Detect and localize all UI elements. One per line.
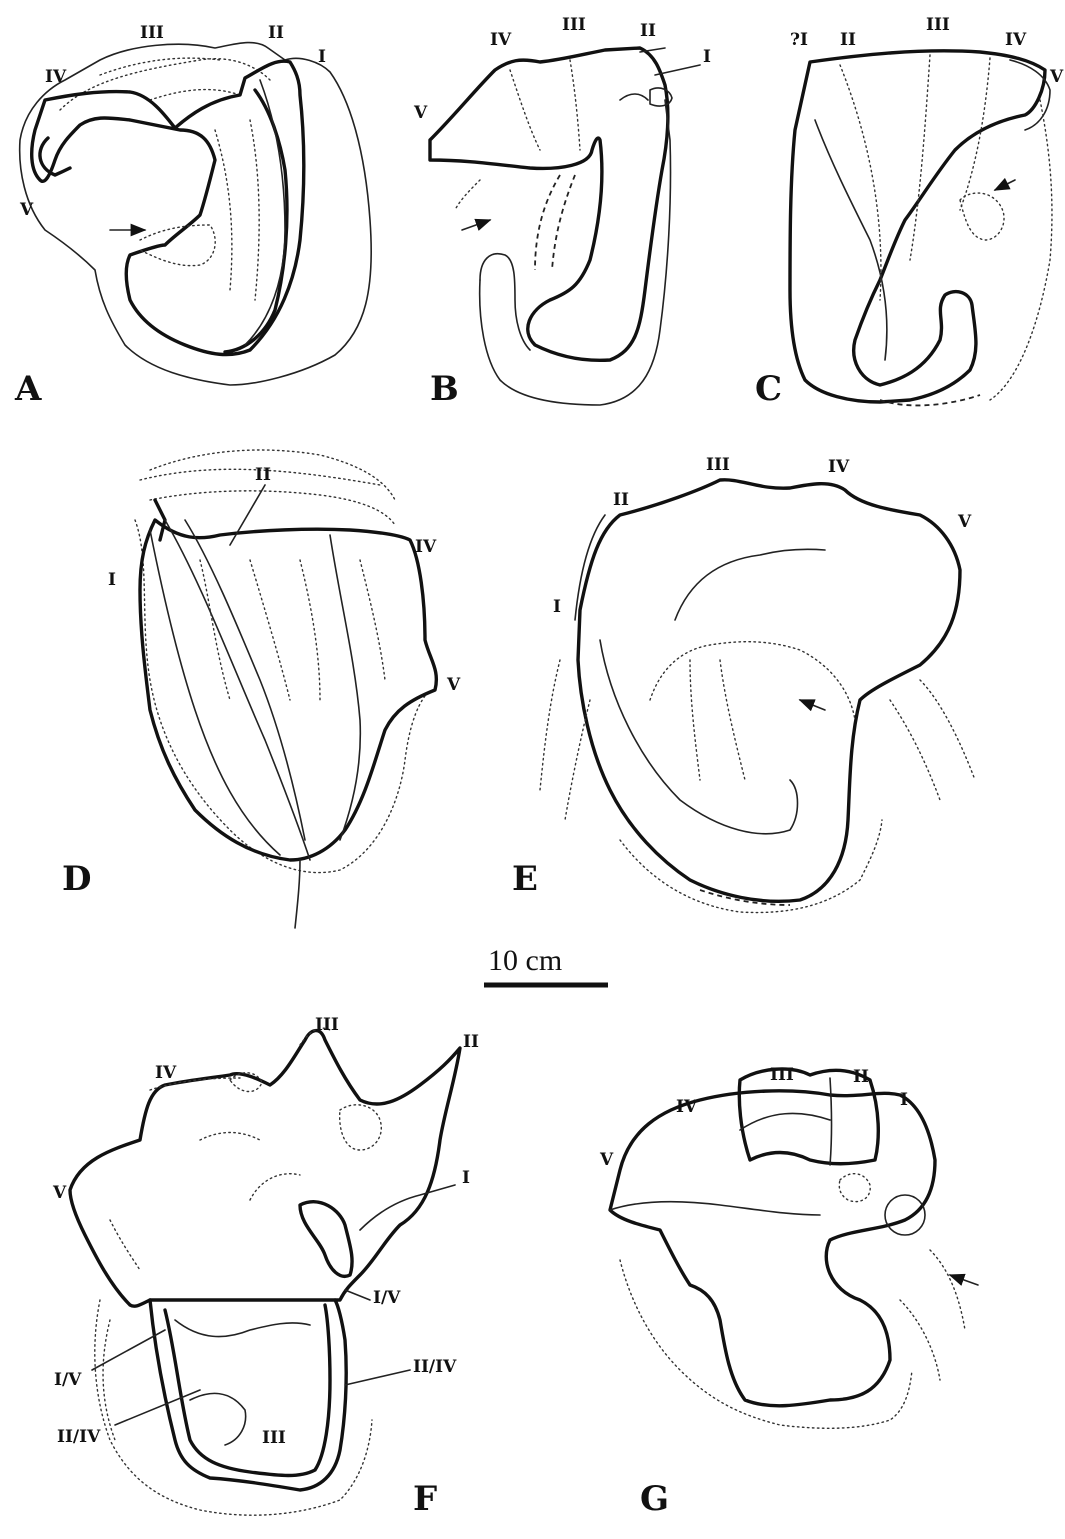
panel-a-label-iii: III <box>140 23 164 43</box>
panel-e-drawing <box>540 480 975 913</box>
panel-e-label-iii: III <box>706 455 730 475</box>
panel-b-label-ii: II <box>640 21 656 41</box>
panel-f-label-ii-iv-right: II/IV <box>413 1357 457 1377</box>
panel-d-label-i: I <box>108 570 116 590</box>
panel-f-label-v: V <box>52 1183 67 1203</box>
panel-e-label-iv: IV <box>828 457 850 477</box>
panel-a-letter: A <box>14 369 42 409</box>
panel-g-labels: III II IV I V G <box>599 1065 908 1519</box>
panel-g-label-i: I <box>900 1090 908 1110</box>
panel-a-label-i: I <box>318 47 326 67</box>
panel-a-label-ii: II <box>268 23 284 43</box>
panel-d-label-ii: II <box>255 465 271 485</box>
panel-f-label-i: I <box>462 1168 470 1188</box>
panel-a-label-iv: IV <box>45 67 67 87</box>
panel-g-label-iv: IV <box>676 1097 698 1117</box>
panel-e-label-v: V <box>957 512 972 532</box>
panel-d-label-iv: IV <box>415 537 437 557</box>
panel-c-label-v: V <box>1049 67 1064 87</box>
scale-bar: 10 cm <box>484 944 608 985</box>
panel-c-letter: C <box>755 369 782 409</box>
panel-g-label-iii: III <box>770 1065 794 1085</box>
panel-g-letter: G <box>640 1479 669 1519</box>
panel-c-label-iv: IV <box>1005 30 1027 50</box>
panel-c-drawing <box>790 51 1052 406</box>
panel-g-label-ii: II <box>853 1067 869 1087</box>
panel-b-label-iv: IV <box>490 30 512 50</box>
panel-f-label-iii-lower: III <box>262 1428 286 1448</box>
panel-f-label-ii-iv-left: II/IV <box>57 1427 101 1447</box>
panel-f-label-i-v-left: I/V <box>54 1370 82 1390</box>
panel-f-label-ii: II <box>463 1032 479 1052</box>
panel-b-drawing <box>430 48 700 405</box>
panel-d-label-v: V <box>446 675 461 695</box>
panel-d-drawing <box>135 450 436 928</box>
panel-b-letter: B <box>430 369 459 409</box>
panel-b-label-i: I <box>703 47 711 67</box>
panel-b-label-iii: III <box>562 15 586 35</box>
panel-g-label-v: V <box>599 1150 614 1170</box>
panel-f-label-iv: IV <box>155 1063 177 1083</box>
panel-c-label-ii: II <box>840 30 856 50</box>
panel-f-label-iii: III <box>315 1015 339 1035</box>
panel-f-label-i-v-right: I/V <box>373 1288 401 1308</box>
panel-g-drawing <box>610 1069 978 1428</box>
panel-c-label-q-i: ?I <box>790 30 808 50</box>
panel-b-label-v: V <box>413 103 428 123</box>
panel-a-drawing <box>20 43 372 385</box>
panel-a-label-v: V <box>19 200 34 220</box>
panel-a-labels: III II I IV V A <box>14 23 326 409</box>
panel-e-label-i: I <box>553 597 561 617</box>
panel-e-letter: E <box>512 859 538 899</box>
panel-d-letter: D <box>62 859 91 899</box>
scale-bar-label: 10 cm <box>488 944 562 977</box>
panel-c-label-iii: III <box>926 15 950 35</box>
panel-e-label-ii: II <box>613 490 629 510</box>
panel-e-labels: III IV II V I E <box>512 455 972 899</box>
panel-f-letter: F <box>413 1479 437 1519</box>
